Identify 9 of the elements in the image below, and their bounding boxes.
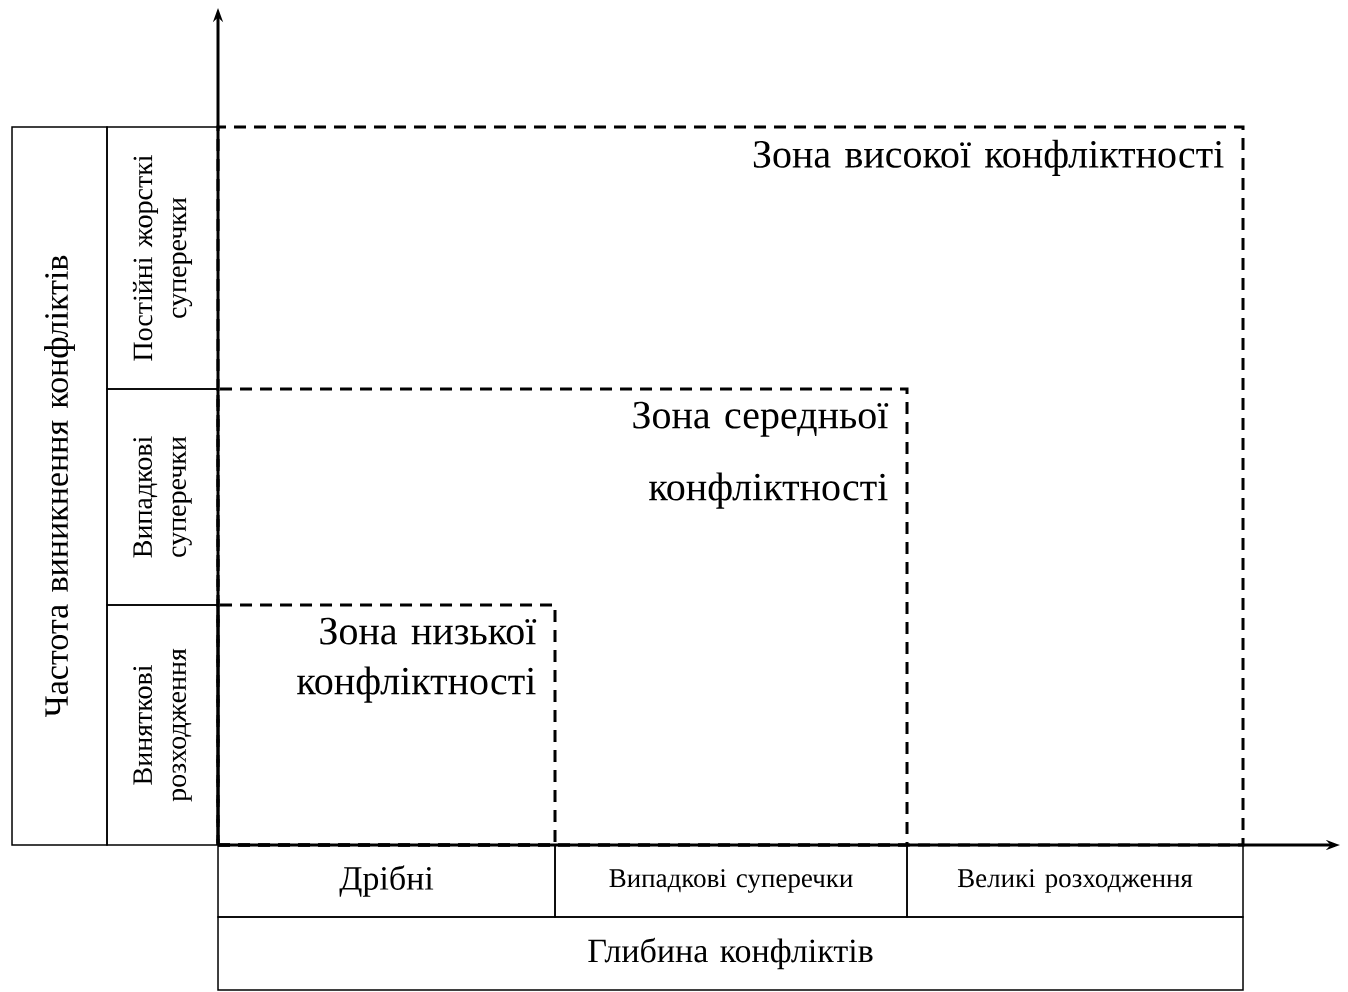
- table-cell: Великі розходження: [906, 844, 1244, 918]
- table-cell: Виняткові розходження: [106, 604, 219, 846]
- table-cell: Глибина конфліктів: [217, 916, 1244, 991]
- table-cell: Дрібні: [217, 844, 556, 918]
- table-cell: Частота виникнення конфліктів: [11, 126, 108, 846]
- table-cell: Випадкові суперечки: [106, 388, 219, 606]
- zone-box: Зона низької конфліктності: [216, 603, 557, 847]
- table-cell: Постійні жорсткі суперечки: [106, 126, 219, 390]
- table-cell: Випадкові суперечки: [554, 844, 908, 918]
